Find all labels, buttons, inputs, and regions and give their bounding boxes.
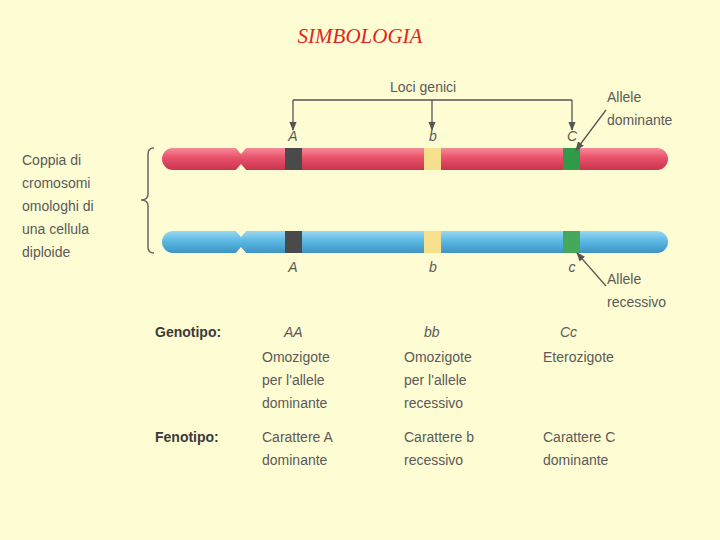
allele-letter: b [423, 256, 443, 279]
chromosome-red [162, 146, 668, 172]
table-cell: Omozigote per l'allele dominante [262, 346, 346, 415]
table-cell: Eterozigote [543, 346, 653, 369]
callout-label: Allele recessivo [607, 268, 689, 314]
callout-label: Allele dominante [607, 86, 689, 132]
leader-line [577, 253, 606, 286]
row-header: Genotipo: [155, 321, 255, 344]
allele-letter: c [562, 256, 582, 279]
genotype-cell: bb [424, 321, 464, 344]
locus-band [424, 148, 441, 170]
table-cell: Carattere C dominante [543, 426, 661, 472]
loci-pointer [293, 100, 572, 130]
allele-letter: A [283, 256, 303, 279]
side-label: Coppia di cromosomi omologhi di una cell… [22, 149, 120, 264]
locus-band [563, 231, 580, 253]
allele-letter: b [423, 125, 443, 148]
table-cell: Omozigote per l'allele recessivo [404, 346, 488, 415]
leader-line [576, 110, 606, 150]
row-header: Fenotipo: [155, 426, 255, 449]
locus-band [424, 231, 441, 253]
locus-band [563, 148, 580, 170]
table-cell: Carattere A dominante [262, 426, 380, 472]
allele-letter: C [562, 125, 582, 148]
locus-band [285, 231, 302, 253]
bracket [141, 148, 154, 253]
genotype-cell: AA [284, 321, 324, 344]
page-title: SIMBOLOGIA [0, 24, 720, 49]
allele-letter: A [283, 125, 303, 148]
table-cell: Carattere b recessivo [404, 426, 522, 472]
chromosome-blue [162, 229, 668, 255]
genotype-cell: Cc [560, 321, 600, 344]
group-label: Loci genici [390, 76, 490, 99]
locus-band [285, 148, 302, 170]
